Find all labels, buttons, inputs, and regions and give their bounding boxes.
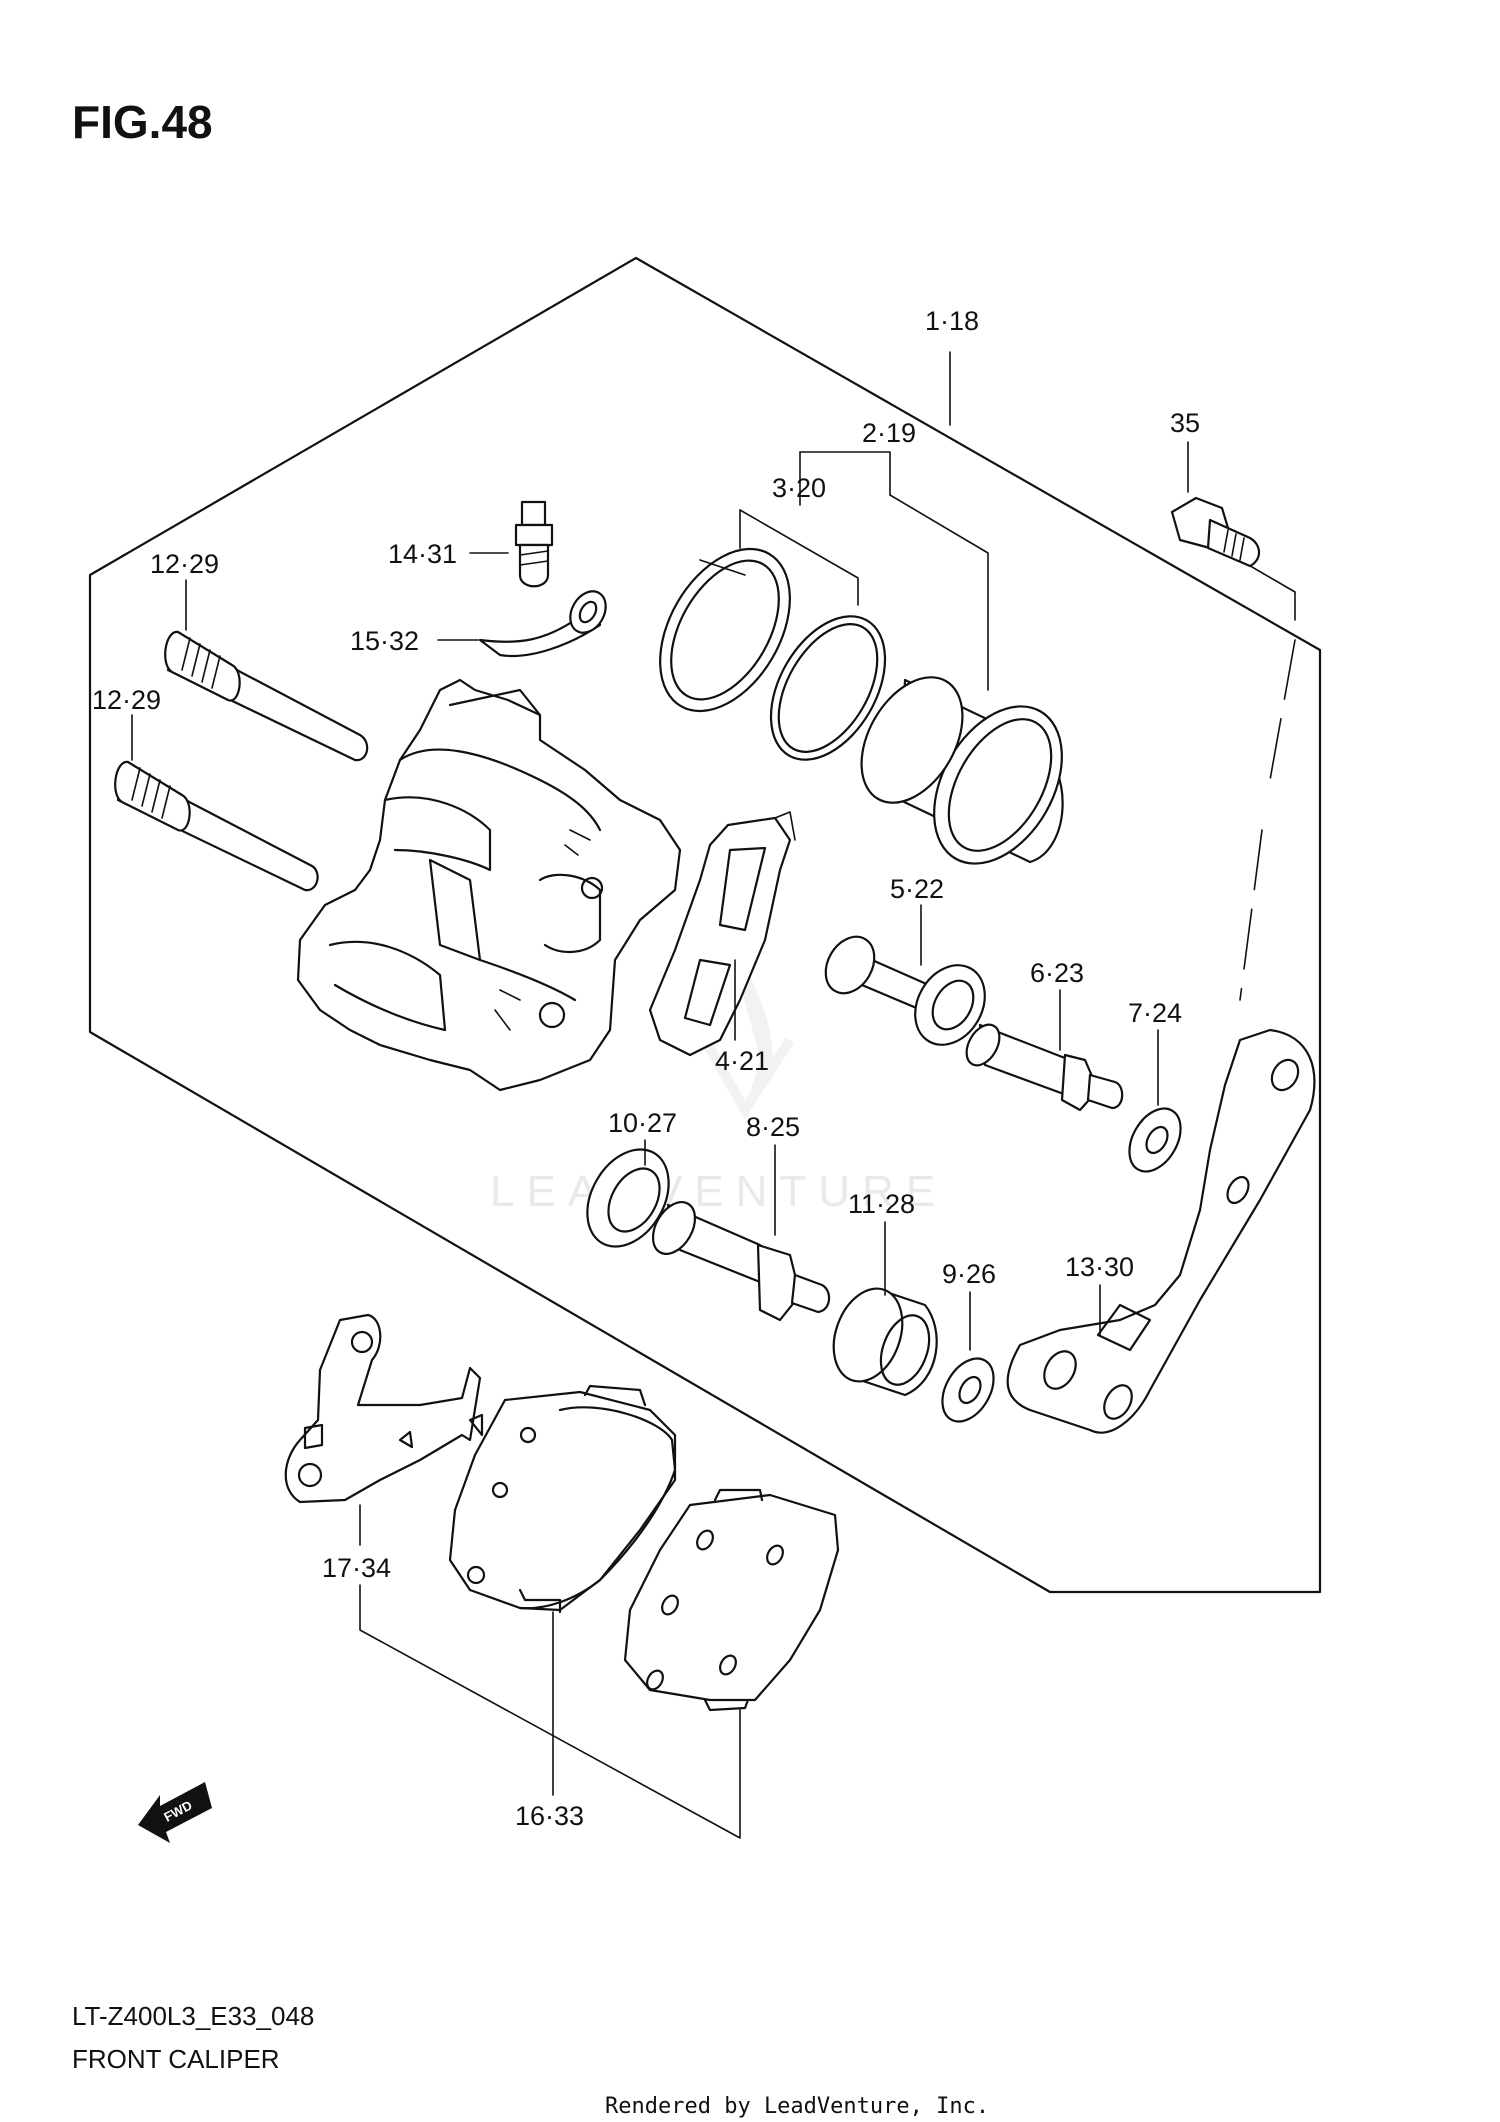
callout-10-27: 10·27 bbox=[608, 1108, 677, 1138]
bracket-2-19 bbox=[889, 494, 989, 691]
caliper-assembly-outline bbox=[88, 256, 1322, 1594]
callout-6-23: 6·23 bbox=[1030, 958, 1084, 988]
bolt-35 bbox=[1170, 496, 1261, 568]
callout-7-24: 7·24 bbox=[1128, 998, 1182, 1028]
pad-spring bbox=[648, 811, 796, 1057]
callout-2-19: 2·19 bbox=[862, 418, 916, 448]
bracket-3-20-a bbox=[739, 509, 859, 606]
caliper-bracket bbox=[1006, 1028, 1316, 1434]
slide-pin-bracket bbox=[965, 1023, 1124, 1112]
callout-12-29-lower: 12·29 bbox=[92, 685, 161, 715]
piston-seal bbox=[769, 615, 887, 761]
callout-9-26: 9·26 bbox=[942, 1259, 996, 1289]
leader-2-19 bbox=[799, 451, 891, 496]
brake-pad-inner bbox=[448, 1384, 677, 1614]
piston-seal-dust bbox=[659, 547, 791, 713]
callout-1-18: 1·18 bbox=[925, 306, 979, 336]
callout-11-28: 11·28 bbox=[848, 1189, 915, 1219]
callout-3-20: 3·20 bbox=[772, 473, 826, 503]
callout-5-22: 5·22 bbox=[890, 874, 944, 904]
callout-8-25: 8·25 bbox=[746, 1112, 800, 1142]
washer-9-26 bbox=[941, 1357, 995, 1423]
callout-16-33: 16·33 bbox=[515, 1801, 584, 1831]
brake-pad-outer bbox=[623, 1488, 840, 1712]
leader-35-dash-a bbox=[1239, 559, 1296, 621]
watermark-text: LEADVENTURE bbox=[490, 1167, 947, 1216]
slide-pin-lower bbox=[114, 760, 319, 892]
boot-11-28 bbox=[832, 1287, 938, 1397]
callout-15-32: 15·32 bbox=[350, 626, 419, 656]
slide-pin-8-25 bbox=[651, 1201, 831, 1322]
section-name: FRONT CALIPER bbox=[72, 2044, 280, 2074]
leader-35-dash-b bbox=[1239, 639, 1296, 1001]
bracket-pads bbox=[359, 1584, 741, 1839]
model-code: LT-Z400L3_E33_048 bbox=[72, 2001, 314, 2031]
washer-7-24 bbox=[1128, 1107, 1182, 1173]
caliper-piston bbox=[860, 676, 1064, 865]
render-credit: Rendered by LeadVenture, Inc. bbox=[605, 2094, 989, 2119]
bleeder-cap bbox=[478, 590, 607, 657]
boot-10-27 bbox=[586, 1148, 670, 1248]
callout-12-29-upper: 12·29 bbox=[150, 549, 219, 579]
caliper-body bbox=[296, 678, 682, 1092]
bleeder-valve bbox=[514, 500, 554, 588]
callout-13-30: 13·30 bbox=[1065, 1252, 1134, 1282]
forward-arrow-icon: FWD bbox=[138, 1782, 212, 1843]
sleeve bbox=[824, 935, 986, 1046]
slide-pin-upper bbox=[164, 630, 369, 762]
callout-14-31: 14·31 bbox=[388, 539, 457, 569]
callout-4-21: 4·21 bbox=[715, 1046, 769, 1076]
figure-title: FIG.48 bbox=[72, 96, 213, 148]
callout-35: 35 bbox=[1170, 408, 1200, 438]
callout-17-34: 17·34 bbox=[322, 1553, 391, 1583]
pad-shim bbox=[284, 1313, 484, 1504]
